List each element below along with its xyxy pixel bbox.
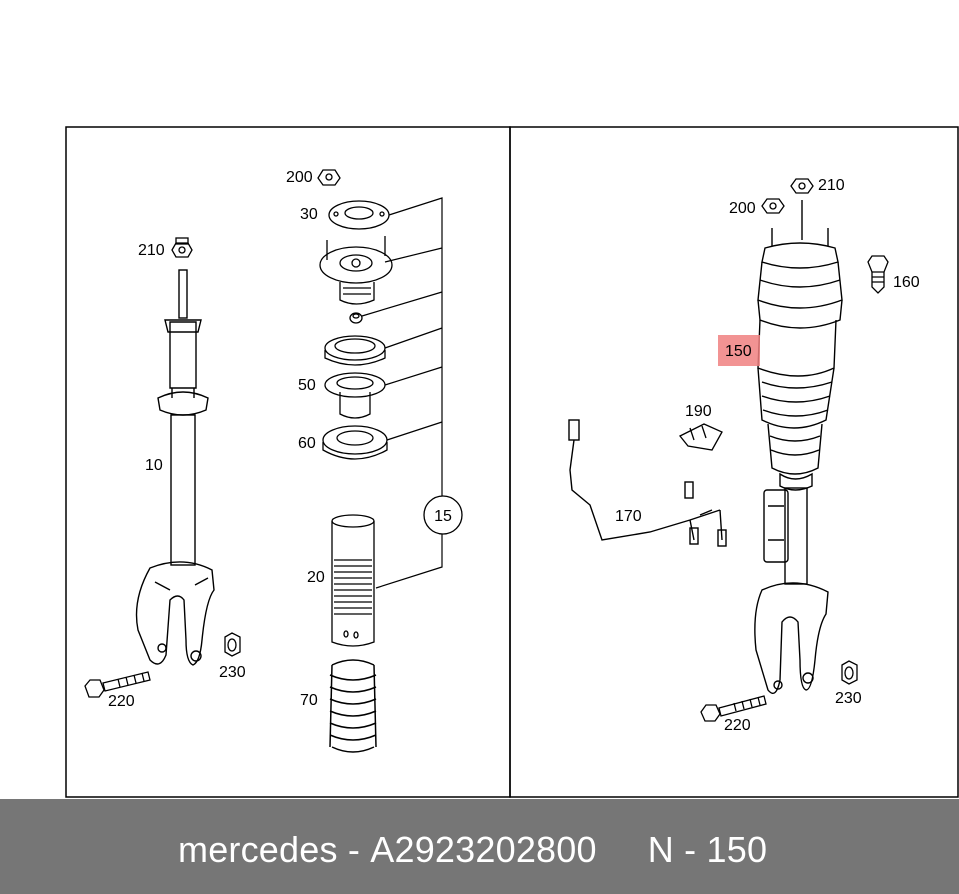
- nut-200-left: [317, 169, 341, 186]
- wire-harness-170: [568, 419, 727, 547]
- bolt-160: [867, 255, 889, 294]
- right-panel-frame: [509, 126, 959, 798]
- small-bushing: [349, 312, 363, 324]
- label-200-right: 200: [729, 200, 756, 217]
- label-220-left: 220: [108, 693, 135, 710]
- label-170: 170: [615, 508, 642, 525]
- nut-230-left: [224, 632, 241, 657]
- label-60: 60: [298, 435, 316, 452]
- highlight-150: [718, 335, 760, 366]
- ring-upper: [324, 335, 386, 366]
- coil-spring-70: [329, 659, 377, 753]
- label-30: 30: [300, 206, 318, 223]
- ring-60: [322, 425, 388, 460]
- label-230-left: 230: [219, 664, 246, 681]
- footer-caption: mercedes - A2923202800 N - 150: [178, 829, 767, 871]
- footer-part-number: A2923202800: [370, 829, 597, 870]
- footer-separator: -: [347, 829, 361, 870]
- label-150: 150: [725, 343, 752, 360]
- callout-circle-15: [423, 495, 463, 535]
- label-210-right: 210: [818, 177, 845, 194]
- footer-bar: [0, 799, 959, 894]
- plate-30: [328, 200, 390, 230]
- parts-diagram: 210 10 220 230 200 30: [65, 126, 959, 798]
- label-70: 70: [300, 692, 318, 709]
- clip-190: [678, 423, 723, 451]
- footer-position-number: 150: [706, 829, 768, 870]
- footer-position-label: N: [647, 829, 674, 870]
- label-230-right: 230: [835, 690, 862, 707]
- air-strut-150: [754, 200, 843, 694]
- top-mount: [319, 236, 393, 305]
- dust-boot-20: [331, 514, 375, 647]
- label-210-left: 210: [138, 242, 165, 259]
- nut-210-right: [790, 178, 814, 194]
- callout-bracket-15: [361, 197, 443, 589]
- label-15: 15: [434, 508, 452, 525]
- label-190: 190: [685, 403, 712, 420]
- label-10: 10: [145, 457, 163, 474]
- label-50: 50: [298, 377, 316, 394]
- nut-200-right: [761, 198, 785, 214]
- bolt-220-left: [84, 671, 151, 698]
- shock-absorber-10: [135, 269, 215, 666]
- label-200-left: 200: [286, 169, 313, 186]
- spring-seat-50: [324, 372, 386, 419]
- label-20: 20: [307, 569, 325, 586]
- label-220-right: 220: [724, 717, 751, 734]
- nut-230-right: [841, 660, 858, 685]
- footer-brand: mercedes: [178, 829, 338, 870]
- nut-210-left: [171, 237, 193, 258]
- bolt-220-right: [700, 695, 767, 722]
- footer-position-separator: -: [684, 829, 697, 870]
- label-160: 160: [893, 274, 920, 291]
